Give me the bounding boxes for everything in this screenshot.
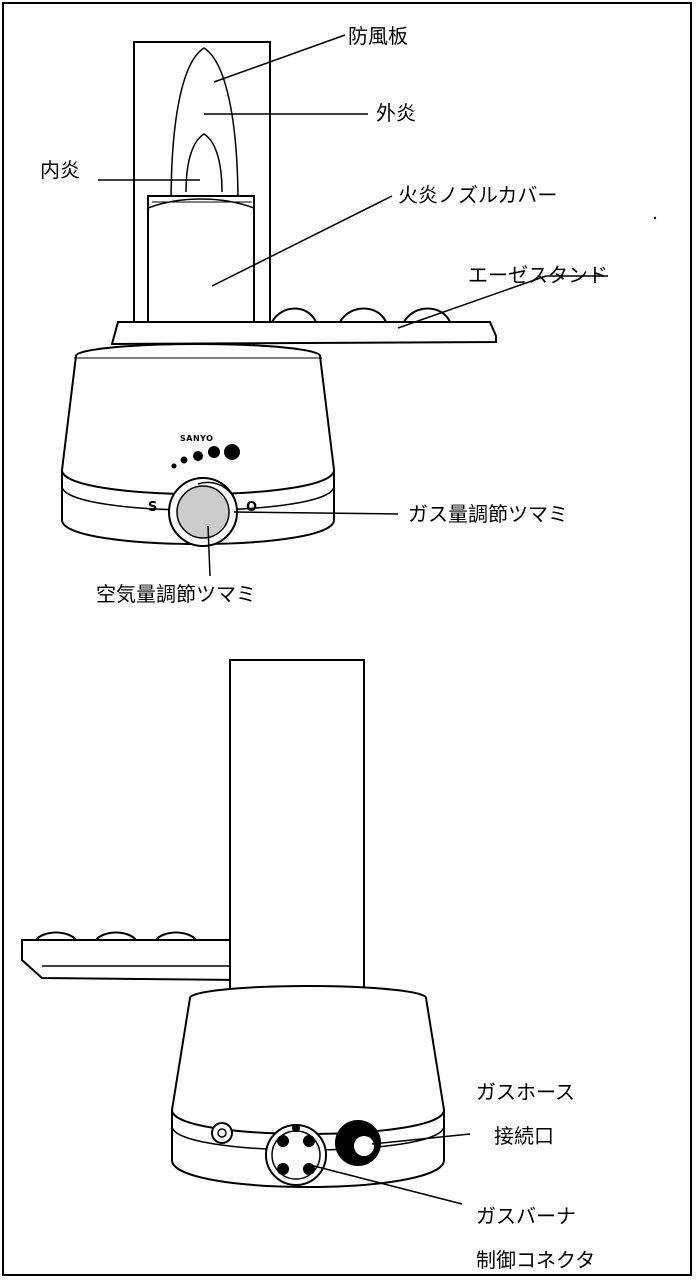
label-hose-line1: ガスホース (476, 1080, 575, 1104)
label-hose-line2: 接続口 (494, 1124, 554, 1148)
air-knob (176, 485, 230, 539)
leader-air-knob (207, 525, 211, 577)
leader-nozzle-cover (211, 195, 393, 287)
dial-mark-o: O (246, 500, 258, 515)
inner-flame (185, 133, 223, 193)
leader-windshield (213, 34, 346, 83)
leader-stand (397, 275, 547, 329)
stand-tray (110, 321, 497, 346)
leader-gas-knob (233, 511, 399, 515)
windshield-column (229, 659, 365, 991)
label-outer-flame: 外炎 (376, 101, 416, 125)
label-inner-flame: 内炎 (40, 158, 80, 182)
label-stand: エーゼスタンド (468, 263, 608, 287)
dial-mark-s: S (148, 500, 158, 515)
label-connector-line2: 制御コネクタ (476, 1248, 596, 1272)
label-gas-knob: ガス量調節ツマミ (408, 502, 568, 526)
brand-logo: SANYO (180, 434, 214, 443)
outer-flame (170, 47, 239, 206)
leader-hose (371, 1133, 471, 1145)
leader-connector (313, 1165, 463, 1205)
label-windshield: 防風板 (348, 24, 408, 48)
label-nozzle-cover: 火炎ノズルカバー (398, 183, 558, 207)
label-air-knob: 空気量調節ツマミ (96, 582, 256, 606)
label-connector-line1: ガスバーナ (476, 1204, 576, 1228)
stand-tray-2 (21, 939, 241, 982)
